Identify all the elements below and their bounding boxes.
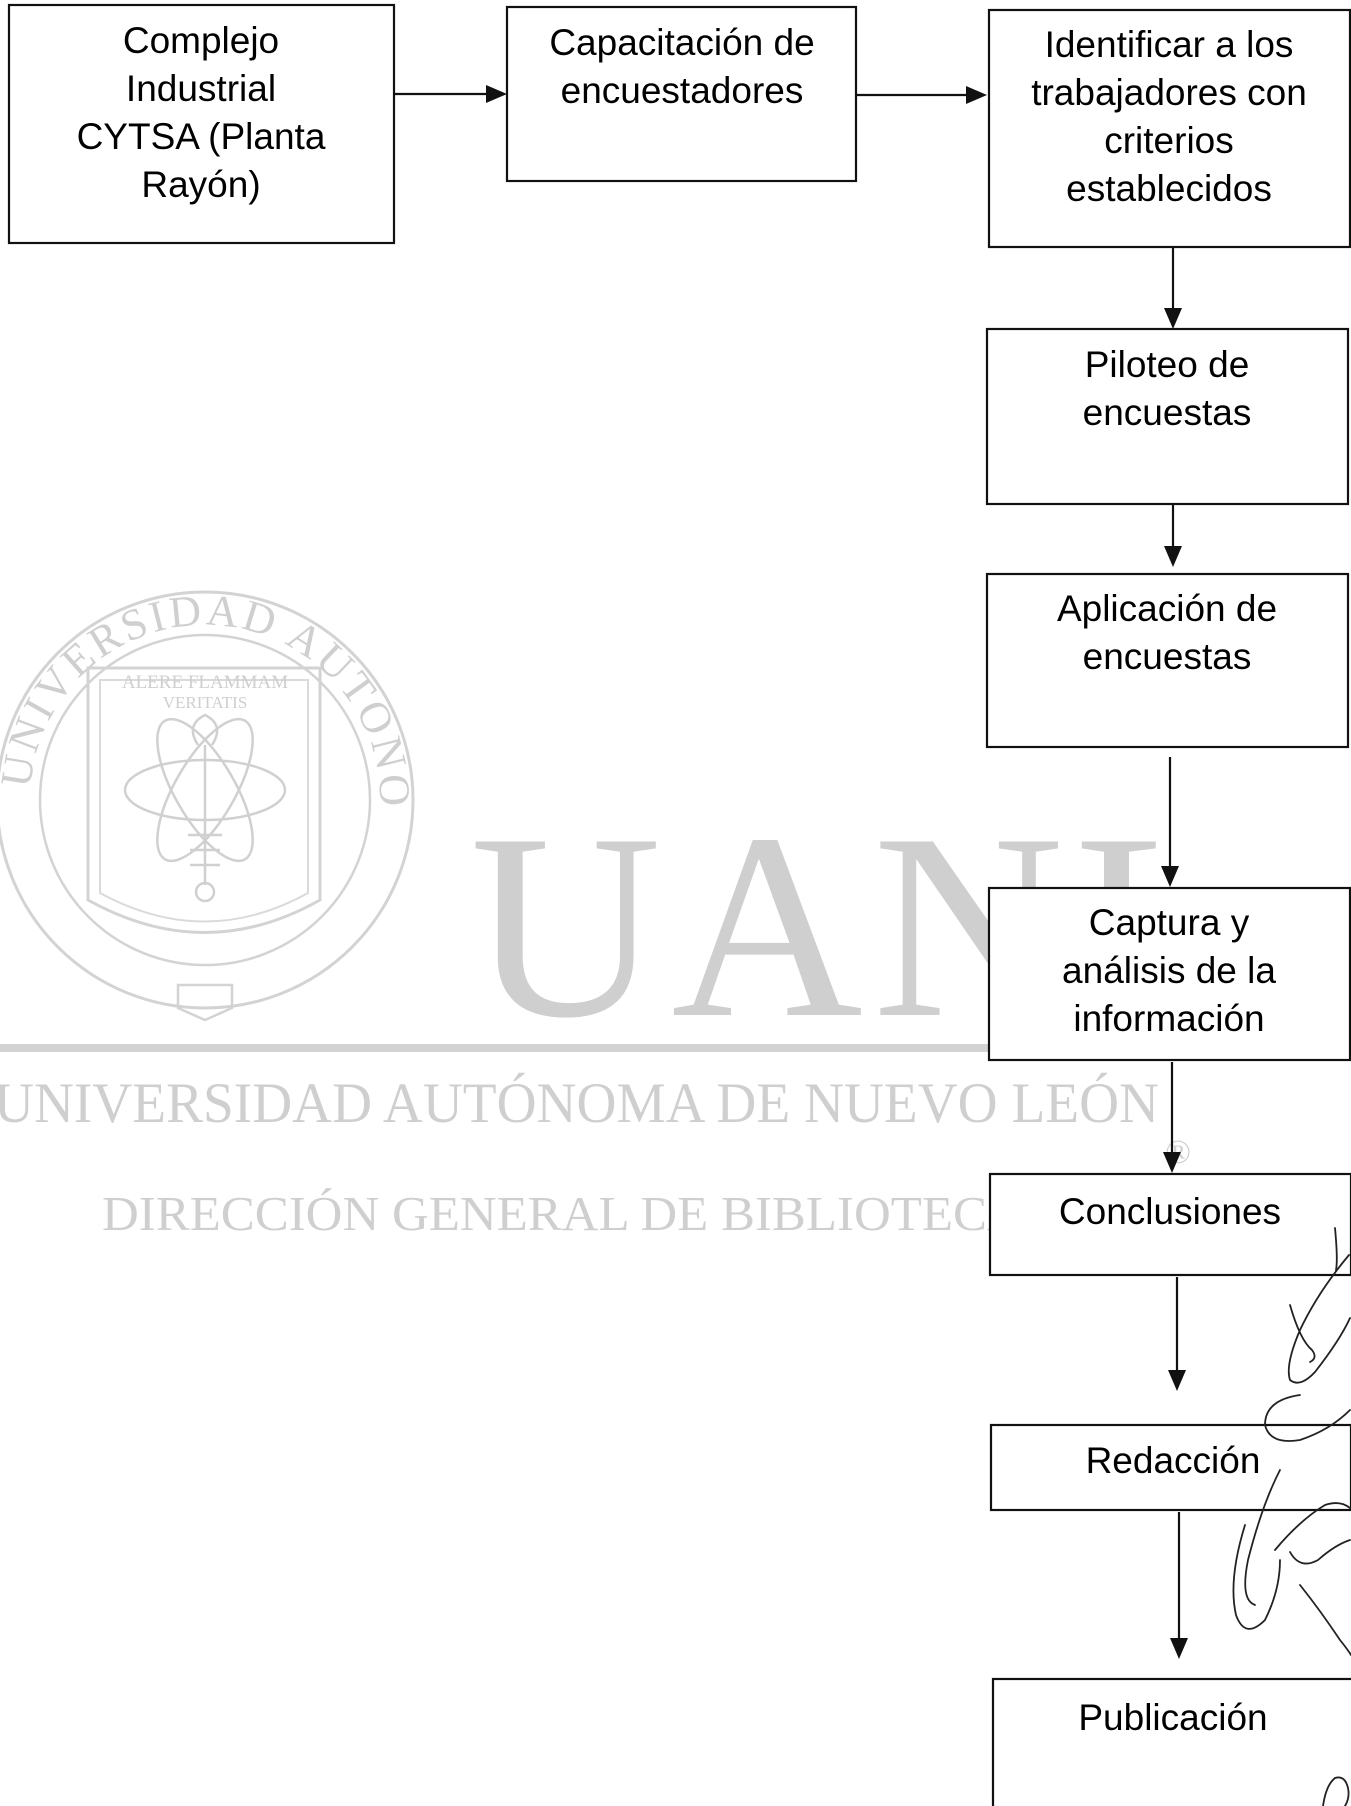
arrow-redaccion-to-publicacion	[1170, 1512, 1188, 1659]
step-publicacion: Publicación	[991, 1677, 1351, 1806]
arrow-piloteo-to-aplicacion	[1164, 505, 1182, 567]
step-label-line: Conclusiones	[1059, 1191, 1281, 1232]
step-complejo-industrial: Complejo Industrial CYTSA (Planta Rayón)	[7, 3, 396, 245]
step-label-line: Redacción	[1086, 1440, 1261, 1481]
step-label-line: Publicación	[1078, 1697, 1267, 1738]
step-aplicacion: Aplicación de encuestas	[985, 572, 1350, 749]
step-label-line: Capacitación de	[549, 22, 814, 63]
arrow-conclusiones-to-redaccion	[1168, 1277, 1186, 1391]
step-label-line: Complejo	[123, 20, 279, 61]
step-conclusiones: Conclusiones	[988, 1172, 1351, 1277]
university-name: UNIVERSIDAD AUTÓNOMA DE NUEVO LEÓN	[0, 1072, 1159, 1135]
step-label-line: Rayón)	[141, 164, 260, 205]
step-label-line: Aplicación de	[1057, 588, 1277, 629]
step-label-line: trabajadores con	[1031, 72, 1307, 113]
atom-torch-emblem	[123, 713, 287, 903]
step-label-line: establecidos	[1066, 168, 1272, 209]
step-label-line: criterios	[1104, 120, 1234, 161]
step-label-line: Piloteo de	[1085, 344, 1250, 385]
seal-motto-line2: VERITATIS	[163, 693, 248, 712]
flowchart-steps: Complejo Industrial CYTSA (Planta Rayón)…	[7, 3, 1351, 1806]
handwritten-signature	[1232, 1227, 1351, 1806]
arrow-identificar-to-piloteo	[1164, 247, 1182, 329]
connectors	[394, 85, 1188, 1659]
arrow-complejo-to-capacitacion	[394, 85, 507, 103]
step-redaccion: Redacción	[989, 1423, 1351, 1512]
arrow-aplicacion-to-captura	[1161, 757, 1179, 887]
arrow-capacitacion-to-identificar	[856, 86, 987, 104]
arrow-captura-to-conclusiones	[1163, 1062, 1181, 1173]
step-label-line: información	[1073, 998, 1264, 1039]
library-name: DIRECCIÓN GENERAL DE BIBLIOTECAS	[102, 1186, 1052, 1241]
step-identificar-trabajadores: Identificar a los trabajadores con crite…	[987, 8, 1351, 249]
step-captura-analisis: Captura y análisis de la información	[987, 886, 1351, 1062]
step-label-line: análisis de la	[1062, 950, 1276, 991]
step-label-line: Industrial	[126, 68, 276, 109]
step-label-line: CYTSA (Planta	[77, 116, 326, 157]
step-piloteo: Piloteo de encuestas	[985, 327, 1350, 506]
step-label-line: Captura y	[1089, 902, 1250, 943]
seal-motto-line1: ALERE FLAMMAM	[122, 672, 288, 693]
step-label-line: encuestas	[1083, 636, 1252, 677]
step-label-line: encuestadores	[561, 70, 804, 111]
step-label-line: Identificar a los	[1045, 24, 1294, 65]
step-capacitacion: Capacitación de encuestadores	[505, 5, 858, 183]
step-label-line: encuestas	[1083, 392, 1252, 433]
